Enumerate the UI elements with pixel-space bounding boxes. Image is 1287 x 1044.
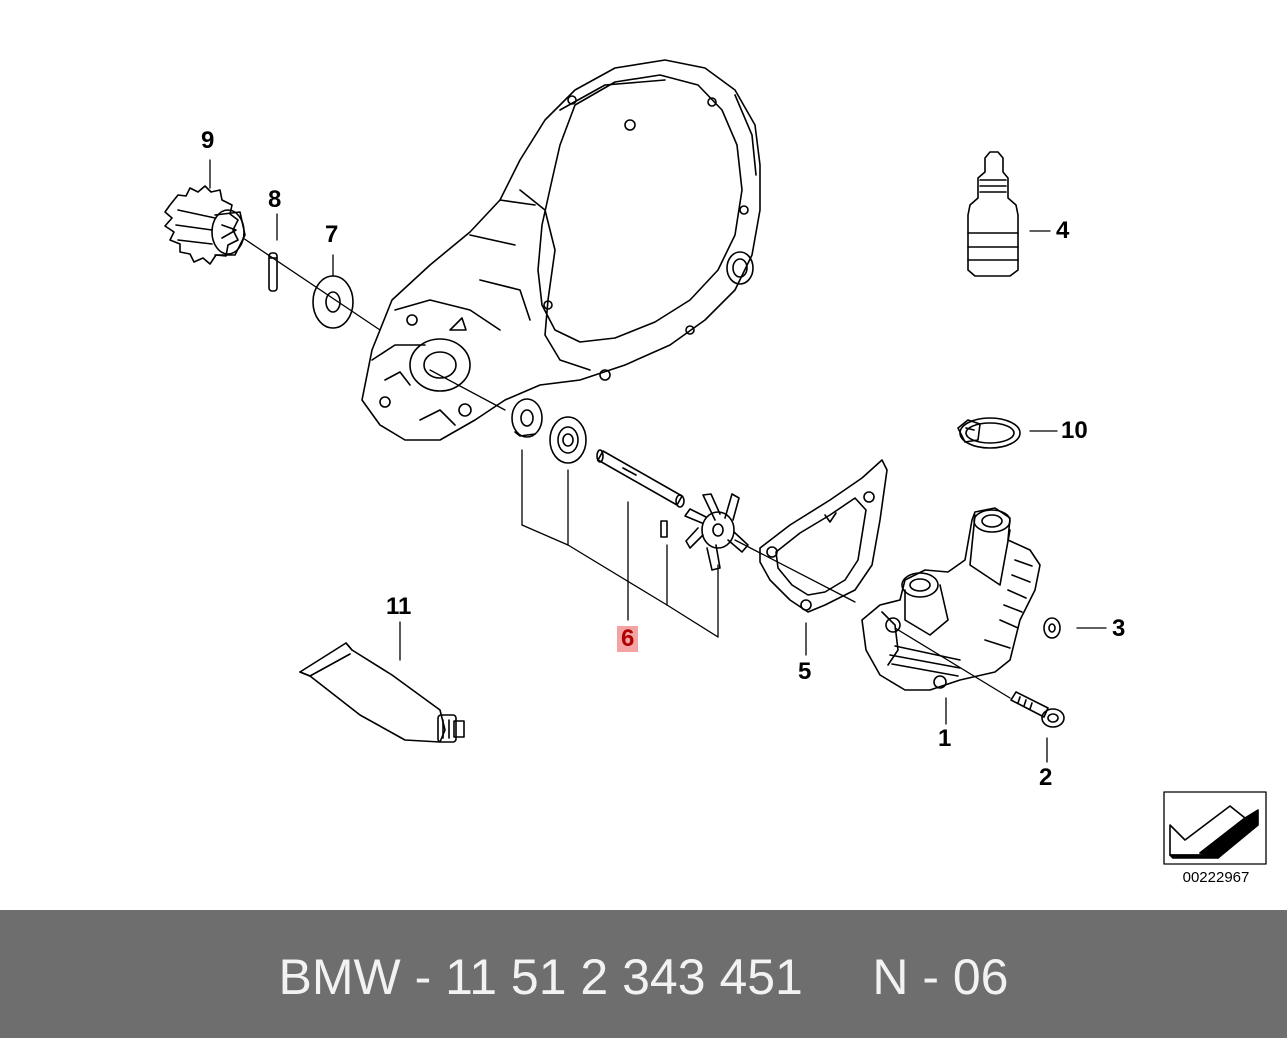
part-number-caption: BMW - 11 51 2 343 451 N - 06 [278, 949, 1009, 1005]
footer-bar: BMW - 11 51 2 343 451 N - 06 [0, 910, 1287, 1038]
part-label-11: 11 [386, 593, 412, 620]
hose-clamp-part [957, 417, 1021, 449]
gasket-part [759, 459, 888, 613]
part-label-5: 5 [798, 658, 812, 685]
part-label-4: 4 [1056, 217, 1070, 244]
part-label-2: 2 [1039, 764, 1053, 791]
leader-lines [209, 159, 1107, 763]
gear-part [164, 185, 246, 265]
key-part [660, 520, 668, 538]
bolt-part [1010, 691, 1065, 728]
part-label-9: 9 [201, 127, 215, 154]
impeller-part [684, 493, 749, 571]
small-washer-part [1043, 617, 1061, 639]
bearing-part [549, 416, 587, 464]
part-label-3: 3 [1112, 615, 1126, 642]
direction-symbol [1163, 791, 1267, 865]
pump-cover-part [861, 507, 1041, 691]
grease-tube-part [299, 642, 465, 743]
part-label-8: 8 [268, 186, 282, 213]
pump-shaft-part [596, 449, 685, 508]
exploded-parts-diagram [164, 59, 1267, 865]
engine-housing [361, 59, 761, 441]
shaft-seal-part [511, 398, 543, 438]
sealant-bottle-part [967, 151, 1019, 277]
washer-part [312, 275, 354, 329]
part-label-6-highlighted: 6 [617, 626, 639, 652]
document-number: 00222967 [1182, 869, 1250, 886]
part-label-10: 10 [1061, 417, 1088, 444]
part-label-1: 1 [938, 725, 952, 752]
part-label-7: 7 [325, 221, 339, 248]
